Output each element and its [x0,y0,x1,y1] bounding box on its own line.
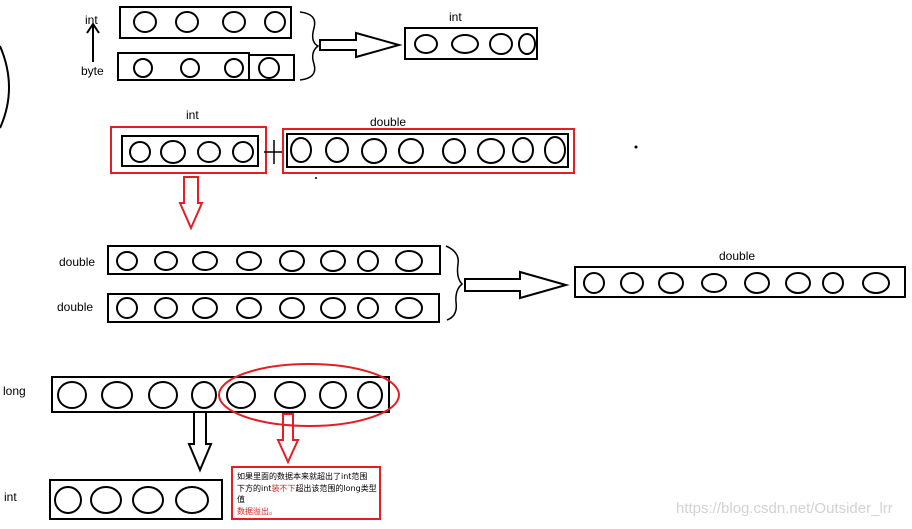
note-line-2-red: 装不下 [271,483,296,493]
stray-dot-small [315,177,317,179]
note-line-2-rest: 超出该范围的long类型 [295,483,377,493]
label-double-mid: double [370,115,406,129]
red-down-arrow-2 [276,413,300,465]
label-int-mid: int [186,108,199,122]
label-double-a: double [59,255,95,269]
label-double-b: double [57,300,93,314]
brace-mid [445,245,464,321]
upward-arrow [86,22,100,62]
label-byte: byte [81,64,104,78]
overflow-highlight-ellipse [218,363,400,427]
brace-top [299,11,320,81]
double-block-result [574,266,906,298]
double-block-a [107,245,441,275]
byte-block [117,52,295,81]
int-block-top [119,6,292,39]
black-down-arrow [187,411,213,473]
int-block-result [404,27,538,60]
label-long: long [3,384,26,398]
label-int-result: int [449,10,462,24]
plus-sign [264,140,284,164]
int-block-bottom [49,479,223,520]
stray-dot [634,145,638,149]
label-double-result: double [719,249,755,263]
double-block-b [107,293,440,323]
hollow-arrow-right-1 [319,31,403,59]
note-line-2-start: 下方的int [237,483,272,493]
double-block-mid [286,133,569,168]
hollow-arrow-right-2 [464,270,570,300]
note-line-2: 下方的int装不下超出该范围的long类型 [237,483,379,495]
label-int-bottom: int [4,490,17,504]
red-down-arrow-1 [178,176,204,231]
int-block-mid [121,135,259,167]
note-line-3: 值 [237,495,245,504]
long-block [51,376,390,413]
highlight-box-double [282,128,575,174]
label-int-top: int [85,13,98,27]
highlight-box-int [110,126,267,174]
overflow-note: 如果里面的数据本来就超出了int范围 下方的int装不下超出该范围的long类型… [231,466,381,520]
watermark: https://blog.csdn.net/Outsider_lrr [676,500,893,517]
note-line-1: 如果里面的数据本来就超出了int范围 [237,472,368,481]
note-line-4: 数据溢出。 [237,506,277,516]
edge-arc [0,45,10,129]
